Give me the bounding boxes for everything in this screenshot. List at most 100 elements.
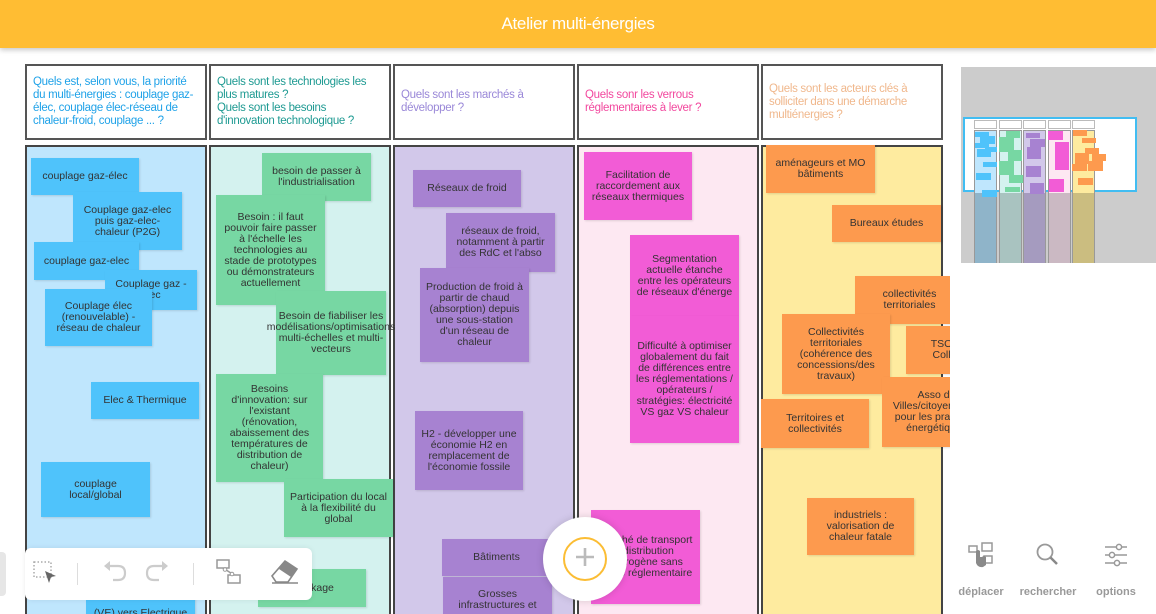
minimap-note: [980, 136, 996, 145]
sticky-note-text: Couplage gaz-elec puis gaz-elec-chaleur …: [83, 203, 172, 238]
toolbar-divider: [77, 563, 78, 585]
sticky-note[interactable]: Territoires et collectivités: [761, 399, 869, 448]
sliders-icon: [1086, 540, 1146, 570]
minimap-column-header: [1023, 120, 1046, 129]
sticky-note-text: couplage local/global: [69, 477, 122, 501]
search-tool-button[interactable]: rechercher: [1018, 540, 1078, 598]
column-header-marches[interactable]: Quels sont les marchés à développer ?: [393, 64, 575, 140]
sticky-note[interactable]: Couplage gaz-elec puis gaz-elec-chaleur …: [73, 192, 182, 250]
minimap-note: [1026, 146, 1042, 160]
sticky-note-text: Elec & Thermique: [103, 394, 187, 406]
sticky-note-text: Bâtiments: [473, 551, 520, 563]
sticky-note-text: réseaux de froid, notamment à partir des…: [456, 225, 545, 259]
sticky-note-text: couplage gaz-élec: [42, 170, 128, 182]
minimap-note: [1091, 154, 1107, 161]
minimap-note: [975, 143, 990, 149]
sticky-note[interactable]: Participation du local à la flexibilité …: [284, 479, 393, 537]
options-tool-button[interactable]: options: [1086, 540, 1146, 598]
minimap-note: [974, 131, 990, 137]
sticky-note[interactable]: besoin de passer à l'industrialisation: [262, 153, 371, 201]
minimap[interactable]: [961, 67, 1156, 263]
sticky-note-text: Stockage: [290, 581, 334, 594]
sticky-note[interactable]: Elec & Thermique: [91, 382, 199, 419]
minimap-note: [999, 136, 1015, 152]
sticky-note-text: Grosses infrastructures et: [458, 587, 537, 611]
minimap-note: [1081, 138, 1097, 144]
minimap-note: [1054, 153, 1070, 171]
column-header-line: Quels sonr les verrous réglementaires à …: [585, 89, 702, 114]
sticky-note[interactable]: Réseaux de froid: [413, 170, 521, 207]
sticky-note[interactable]: Segmentation actuelle étanche entre les …: [630, 235, 739, 316]
sticky-note[interactable]: réseaux de froid, notamment à partir des…: [446, 213, 555, 272]
sticky-note[interactable]: TSO-DSO et Collectivités: [906, 326, 950, 374]
minimap-note: [1072, 130, 1088, 137]
minimap-note: [982, 189, 997, 197]
plus-icon: [574, 546, 596, 573]
app-header: Atelier multi-énergies: [0, 0, 1156, 48]
sticky-note[interactable]: couplage gaz-élec: [31, 158, 139, 195]
sticky-note-text: collectivités territoriales: [882, 288, 937, 311]
sticky-note[interactable]: Couplage élec (renouvelable) - réseau de…: [45, 289, 152, 346]
sticky-note-text: Production de froid à partir de chaud (a…: [426, 281, 523, 348]
column-header-verrous[interactable]: Quels sonr les verrous réglementaires à …: [577, 64, 759, 140]
sticky-note[interactable]: Bâtiments: [442, 539, 551, 576]
eraser-icon: [270, 558, 300, 591]
sticky-note-text: H2 - développer une économie H2 en rempl…: [421, 427, 517, 473]
search-tool-label: rechercher: [1019, 586, 1077, 598]
column-header-technologies[interactable]: Quels sont les technologies les plus mat…: [209, 64, 391, 140]
sticky-note[interactable]: Facilitation de raccordement aux réseaux…: [584, 152, 692, 220]
sticky-note[interactable]: Besoins d'innovation: sur l'existant (ré…: [216, 374, 323, 482]
sticky-note-text: Territoires et collectivités: [786, 411, 844, 435]
minimap-column-header: [998, 120, 1022, 129]
move-tool-label: déplacer: [958, 586, 1004, 598]
connect-notes-button[interactable]: [209, 554, 249, 594]
sticky-note-text: industriels : valorisation de chaleur fa…: [826, 509, 895, 543]
sticky-note[interactable]: Collectivités territoriales (cohérence d…: [782, 314, 890, 394]
column-header-text: Quels est, selon vous, la priorité du mu…: [33, 76, 199, 128]
minimap-note: [1005, 187, 1020, 193]
sticky-note[interactable]: Asso de Villes/citoyens/CCI pour les pra…: [882, 377, 950, 447]
column-header-line: Quels sont les technologies les plus mat…: [217, 76, 367, 101]
sticky-note-text: Asso de Villes/citoyens/CCI pour les pra…: [892, 389, 950, 434]
sticky-note-text: Besoin : il faut pouvoir faire passer à …: [224, 210, 317, 289]
bottom-toolbar: [25, 548, 312, 600]
column-header-acteurs[interactable]: Quels sont les acteurs clés à solliciter…: [761, 64, 943, 140]
sticky-note-text: Segmentation actuelle étanche entre les …: [636, 252, 733, 298]
sticky-note[interactable]: industriels : valorisation de chaleur fa…: [807, 498, 914, 555]
select-area-button[interactable]: [25, 554, 65, 594]
sticky-note[interactable]: aménageurs et MO bâtiments: [766, 145, 875, 193]
sticky-note[interactable]: Grosses infrastructures et: [443, 577, 552, 614]
sticky-note[interactable]: Production de froid à partir de chaud (a…: [420, 268, 529, 362]
column-header-line: Quels sont les marchés à développer ?: [401, 89, 524, 114]
move-tool-button[interactable]: déplacer: [951, 540, 1011, 598]
sticky-note-text: (VE) vers Electrique: [93, 606, 188, 614]
side-panel-handle[interactable]: [0, 552, 6, 596]
sticky-note[interactable]: Besoin : il faut pouvoir faire passer à …: [216, 195, 325, 305]
board-canvas[interactable]: Quels est, selon vous, la priorité du mu…: [0, 48, 950, 614]
magnifier-icon: [1018, 540, 1078, 570]
sticky-note-text: Bureaux études: [849, 217, 924, 229]
column-header-text: Quels sont les technologies les plus mat…: [217, 76, 383, 128]
minimap-note: [1029, 183, 1045, 189]
minimap-note: [1054, 142, 1070, 154]
fab-ring: [563, 537, 607, 581]
sticky-note[interactable]: Besoin de fiabiliser les modélisations/o…: [267, 291, 395, 375]
column-header-priorite[interactable]: Quels est, selon vous, la priorité du mu…: [25, 64, 207, 140]
sticky-note[interactable]: Difficulté à optimiser globalement du fa…: [630, 316, 739, 443]
minimap-note: [1078, 177, 1093, 186]
add-note-button[interactable]: [543, 517, 627, 601]
undo-button[interactable]: [95, 554, 135, 594]
redo-button[interactable]: [137, 554, 177, 594]
sticky-note-text: Difficulté à optimiser globalement du fa…: [636, 340, 733, 418]
options-tool-label: options: [1096, 586, 1136, 598]
column-header-line: Quels sont les besoins d'innovation tech…: [217, 102, 355, 127]
sticky-note[interactable]: Bureaux études: [832, 205, 941, 242]
sticky-note-text: Participation du local à la flexibilité …: [290, 490, 387, 525]
minimap-note: [1005, 131, 1021, 138]
sticky-note[interactable]: couplage local/global: [41, 462, 150, 517]
eraser-button[interactable]: [265, 554, 305, 594]
minimap-note: [982, 161, 998, 167]
column-header-text: Quels sonr les verrous réglementaires à …: [585, 89, 751, 115]
sticky-note[interactable]: H2 - développer une économie H2 en rempl…: [415, 411, 523, 490]
minimap-column-header: [1047, 120, 1071, 129]
